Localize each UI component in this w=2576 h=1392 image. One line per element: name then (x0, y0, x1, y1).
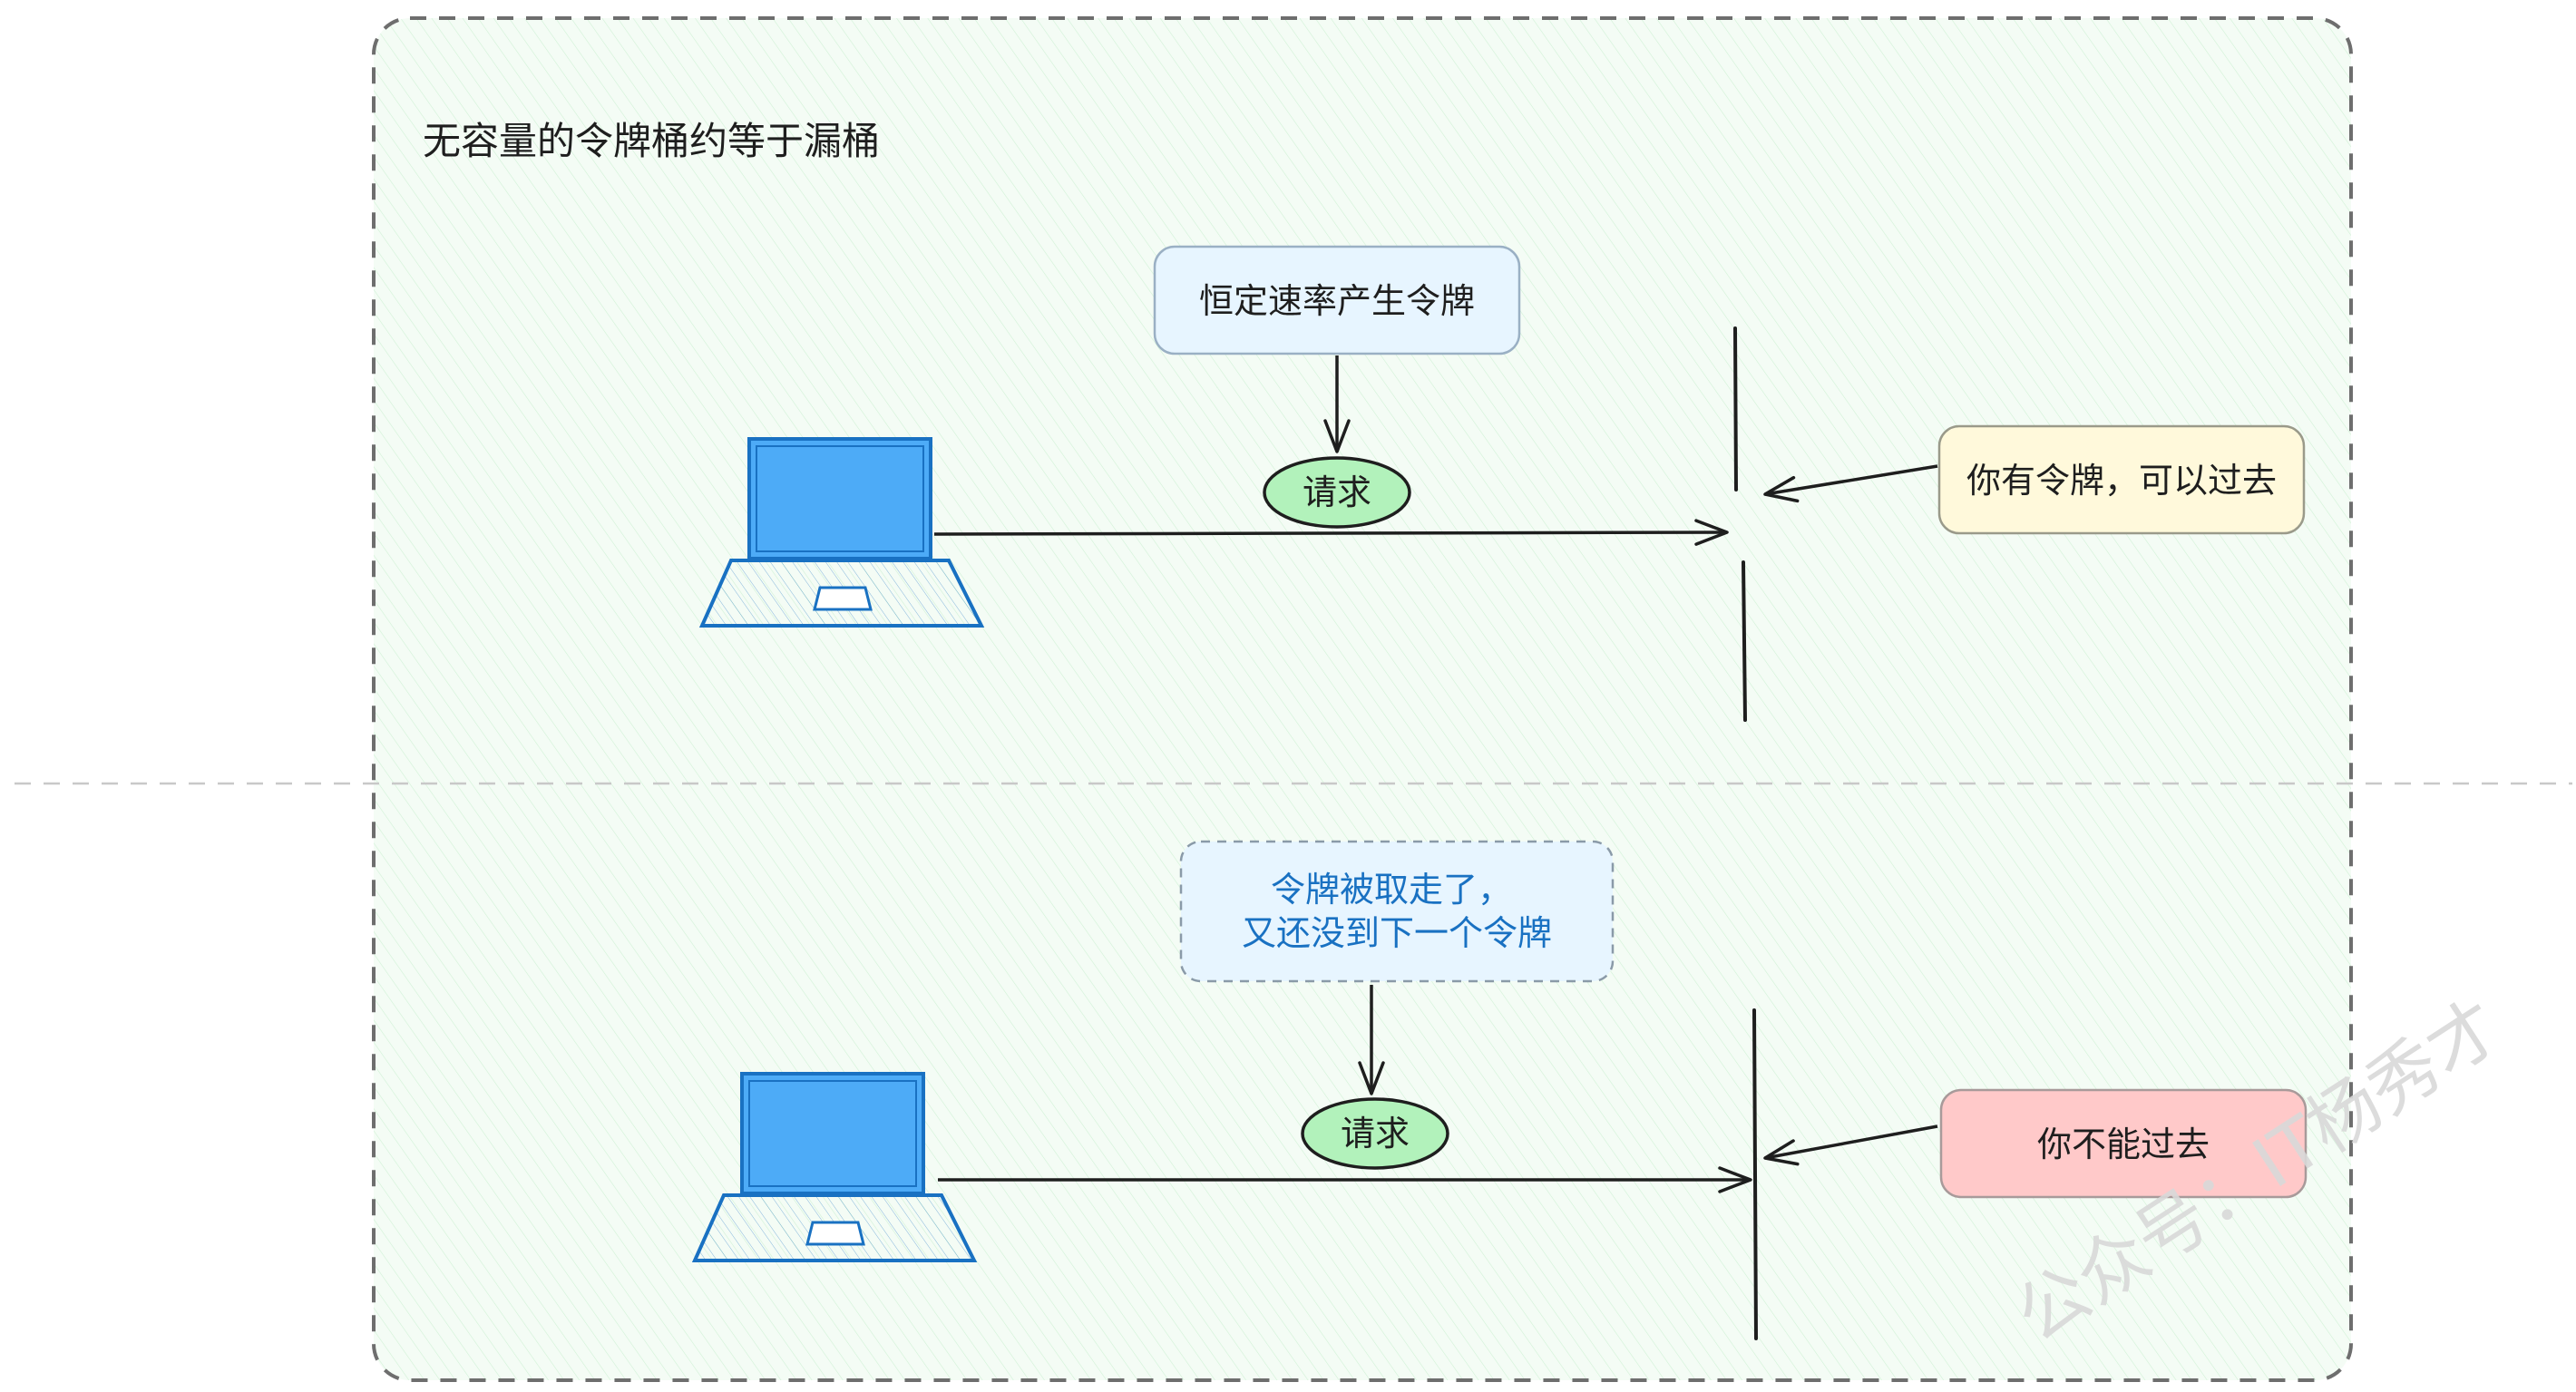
diagram-title: 无容量的令牌桶约等于漏桶 (423, 119, 880, 163)
top-generator-label: 恒定速率产生令牌 (1199, 281, 1475, 321)
bottom-request-ellipse (1301, 1097, 1449, 1170)
top-section: 恒定速率产生令牌 请求 你有令牌，可以过去 (698, 245, 2306, 722)
bottom-request-label: 请求 (1341, 1114, 1410, 1154)
top-response-label: 你有令牌，可以过去 (1966, 461, 2277, 501)
bottom-section: 令牌被取走了， 又还没到下一个令牌 请求 你不能过去 (691, 840, 2308, 1340)
gate-icon (1733, 326, 1747, 722)
gate-icon (1752, 1008, 1758, 1340)
bottom-response-box (1939, 1088, 2308, 1199)
laptop-icon (691, 1072, 978, 1262)
bottom-generator-label: 令牌被取走了， 又还没到下一个令牌 (1242, 870, 1552, 953)
laptop-icon (698, 437, 985, 628)
top-request-ellipse (1263, 456, 1411, 529)
arrow-icon (933, 519, 1729, 546)
arrow-icon (1763, 1124, 1938, 1166)
outer-frame (372, 16, 2353, 1382)
bottom-generator-box (1179, 840, 1615, 983)
top-generator-box (1153, 245, 1521, 355)
arrow-icon (1763, 464, 1938, 503)
bottom-response-label: 你不能过去 (2037, 1124, 2210, 1164)
top-response-box (1937, 424, 2306, 535)
top-request-label: 请求 (1303, 472, 1371, 512)
